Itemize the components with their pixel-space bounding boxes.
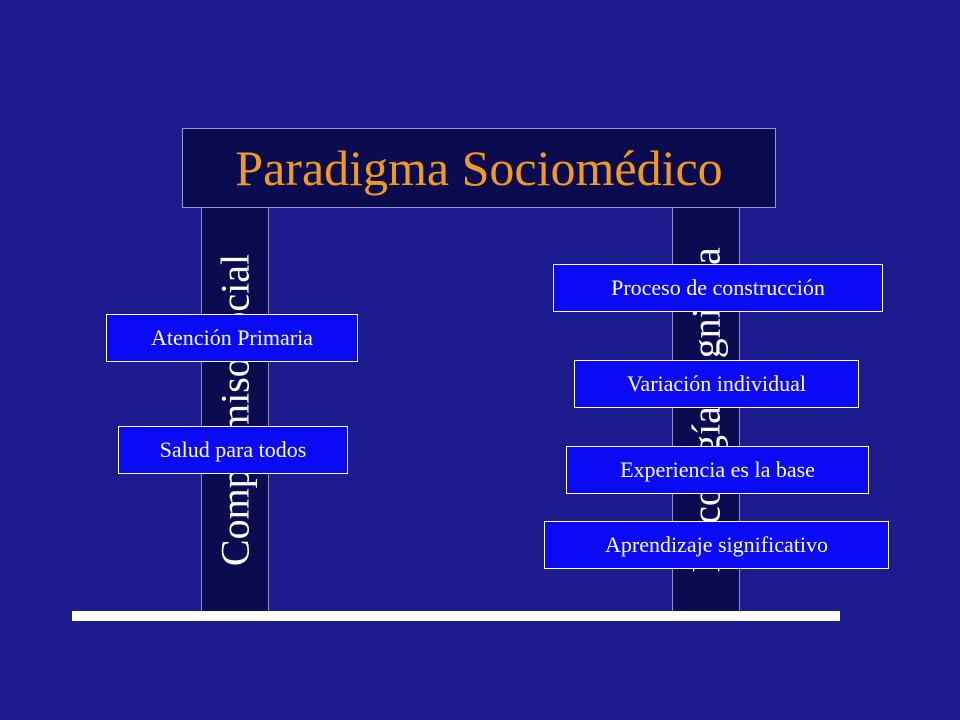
base-line <box>72 611 840 621</box>
tag-experiencia-es-la-base: Experiencia es la base <box>566 446 869 494</box>
left-pillar-label: Compromiso social <box>212 253 258 566</box>
diagram-title: Paradigma Sociomédico <box>182 128 776 208</box>
left-pillar: Compromiso social <box>201 208 269 611</box>
tag-variacion-individual: Variación individual <box>574 360 859 408</box>
tag-aprendizaje-significativo: Aprendizaje significativo <box>544 521 889 569</box>
tag-salud-para-todos: Salud para todos <box>118 426 348 474</box>
tag-proceso-de-construccion: Proceso de construcción <box>553 264 883 312</box>
tag-atencion-primaria: Atención Primaria <box>106 314 358 362</box>
